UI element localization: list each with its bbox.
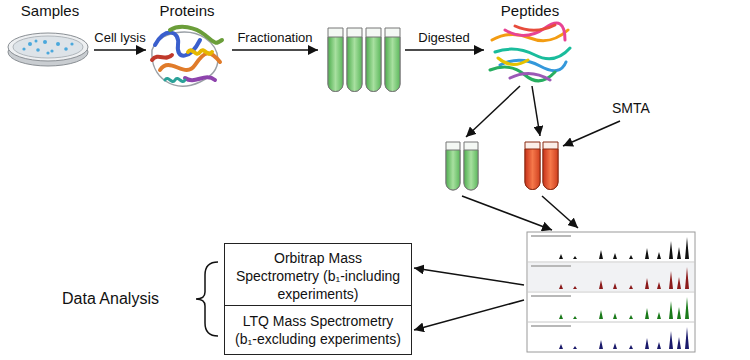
- cell: [22, 47, 25, 50]
- tube: [366, 28, 381, 92]
- protein-helix: [165, 79, 185, 82]
- process-box: LTQ Mass Spectrometry (b₁-excluding expe…: [224, 305, 412, 355]
- cell: [28, 42, 32, 46]
- panel-divider: [527, 262, 695, 263]
- flow-arrow: [462, 196, 552, 230]
- control-tubes: [446, 142, 478, 190]
- peptide: [505, 23, 565, 40]
- flow-arrow: [542, 196, 578, 228]
- peptide: [490, 67, 555, 81]
- tube: [385, 28, 400, 92]
- tube-liquid: [464, 150, 478, 190]
- peptide: [498, 58, 528, 65]
- dish-rim: [8, 33, 88, 61]
- cell: [70, 42, 73, 45]
- protein-chain: [170, 27, 222, 43]
- section-label: Data Analysis: [62, 289, 159, 308]
- flow-arrow: [466, 86, 520, 137]
- flow-arrow: [414, 300, 524, 330]
- header-mark: [531, 325, 571, 327]
- protein-structure: [152, 27, 222, 86]
- cell: [43, 40, 47, 44]
- header-mark: [531, 265, 571, 267]
- fraction-tubes: [328, 28, 400, 92]
- tube: [464, 142, 478, 190]
- flow-arrow: [414, 268, 524, 285]
- tube: [525, 142, 540, 190]
- flow-arrow: [532, 86, 540, 136]
- box-label: LTQ Mass Spectrometry (b₁-excluding expe…: [231, 312, 405, 348]
- peptide: [515, 25, 555, 30]
- process-box: Orbitrap Mass Spectrometry (b₁-including…: [224, 243, 412, 310]
- cell: [36, 48, 40, 52]
- arrow-label: Cell lysis: [94, 30, 145, 46]
- spectra-frame: [527, 232, 695, 352]
- panel-divider: [527, 322, 695, 323]
- panel-divider: [527, 292, 695, 293]
- flow-arrow: [94, 49, 146, 51]
- cell: [64, 47, 68, 51]
- cell: [46, 51, 49, 54]
- figure-heading: Samples: [21, 2, 79, 20]
- panel-headers: [531, 235, 571, 327]
- flow-arrow: [563, 121, 620, 146]
- flow-arrow: [232, 49, 318, 51]
- tube-liquid: [543, 149, 558, 190]
- cells: [22, 40, 73, 55]
- tube: [328, 28, 343, 92]
- peptide: [495, 48, 570, 59]
- spectrum-trace: [529, 267, 693, 289]
- mass-spectra: [527, 232, 695, 352]
- flow-arrows: [232, 50, 620, 330]
- dish-medium: [13, 36, 83, 58]
- tube-liquid: [328, 37, 343, 92]
- spectrum-trace: [529, 327, 693, 349]
- peptide: [510, 73, 550, 80]
- cell: [56, 42, 60, 46]
- tube-liquid: [525, 149, 540, 190]
- box-label: Orbitrap Mass Spectrometry (b₁-including…: [231, 249, 405, 304]
- labeled-tubes: [525, 142, 558, 190]
- grouping-bracket: [196, 262, 218, 336]
- tube-liquid: [366, 37, 381, 92]
- cell: [50, 49, 53, 52]
- reagent-label: SMTA: [612, 100, 650, 117]
- flow-arrow: [405, 49, 484, 51]
- header-mark: [531, 235, 571, 237]
- petri-dish: [8, 33, 88, 66]
- figure-heading: Peptides: [501, 2, 559, 20]
- header-mark: [531, 295, 571, 297]
- tube: [347, 28, 362, 92]
- spectrum-trace: [529, 297, 693, 319]
- figure-heading: Proteins: [159, 2, 214, 20]
- tube-liquid: [385, 37, 400, 92]
- spectra-panel-ground: [528, 263, 694, 291]
- tube-liquid: [446, 150, 460, 190]
- protein-chain: [152, 55, 172, 60]
- protein-helix: [188, 50, 212, 53]
- tube: [446, 142, 460, 190]
- tube: [543, 142, 558, 190]
- figure-group: Proteins: [146, 2, 228, 88]
- arrow-label: Fractionation: [237, 30, 312, 46]
- protein-chain: [185, 77, 215, 80]
- arrow-label: Digested: [418, 30, 469, 46]
- figure-group: Peptides: [486, 2, 574, 84]
- figure-group: Samples: [6, 2, 94, 68]
- peptide-strands: [490, 23, 570, 81]
- tube-liquid: [347, 37, 362, 92]
- cell: [35, 40, 38, 43]
- protein-loop: [152, 32, 218, 86]
- spectrum-trace: [529, 237, 693, 259]
